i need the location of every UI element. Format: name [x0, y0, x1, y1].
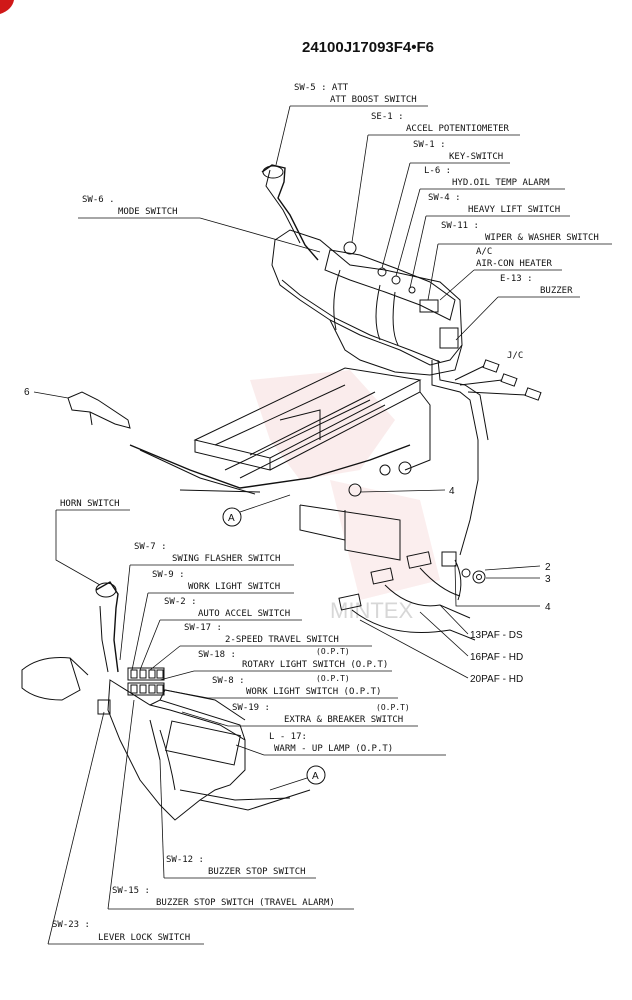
- label-item-6: 6: [24, 387, 30, 398]
- svg-text:A: A: [312, 771, 319, 782]
- label-item-4-mid: 4: [449, 486, 455, 497]
- frame-drawing: [129, 367, 431, 561]
- label-sw11-code: SW-11 :: [441, 221, 479, 231]
- label-sw9-code: SW-9 :: [152, 570, 185, 580]
- label-sw17-code: SW-17 :: [184, 623, 222, 633]
- label-sw18-name: ROTARY LIGHT SWITCH (O.P.T): [242, 660, 388, 670]
- label-sw8-code: SW-8 :: [212, 676, 245, 686]
- label-sw7-code: SW-7 :: [134, 542, 167, 552]
- label-item-4-right: 4: [545, 602, 551, 613]
- label-sw6-name: MODE SWITCH: [118, 207, 178, 217]
- label-l17-code: L - 17:: [269, 732, 307, 742]
- label-ac-name: AIR-CON HEATER: [476, 259, 552, 269]
- corner-mark: [0, 0, 14, 14]
- label-sw1-code: SW-1 :: [413, 140, 446, 150]
- label-sw23-code: SW-23 :: [52, 920, 90, 930]
- label-item-3: 3: [545, 574, 551, 585]
- label-item-2: 2: [545, 562, 551, 573]
- label-l6-code: L-6 :: [424, 166, 451, 176]
- label-connector-16paf: 16PAF - HD: [470, 652, 523, 663]
- label-sw8-name: WORK LIGHT SWITCH (O.P.T): [246, 687, 381, 697]
- label-sw9-name: WORK LIGHT SWITCH: [188, 582, 280, 592]
- label-sw15-name: BUZZER STOP SWITCH (TRAVEL ALARM): [156, 898, 335, 908]
- label-sw4-code: SW-4 :: [428, 193, 461, 203]
- label-connector-13paf: 13PAF - DS: [470, 630, 523, 641]
- part-6-drawing: [67, 391, 131, 429]
- label-sw12-name: BUZZER STOP SWITCH: [208, 867, 306, 877]
- circle-ref-a-top: A: [222, 507, 242, 527]
- label-sw5-name: ATT BOOST SWITCH: [330, 95, 417, 105]
- label-horn-switch: HORN SWITCH: [60, 499, 120, 509]
- label-sw18-code: SW-18 :: [198, 650, 236, 660]
- watermark: MINTEX: [250, 370, 440, 623]
- label-sw19-code: SW-19 :: [232, 703, 270, 713]
- svg-text:A: A: [228, 513, 235, 524]
- label-sw5-code: SW-5 : ATT: [294, 83, 349, 93]
- left-console-drawing: [21, 581, 311, 821]
- label-sw2-code: SW-2 :: [164, 597, 197, 607]
- label-se1-name: ACCEL POTENTIOMETER: [406, 124, 510, 134]
- label-jc: J/C: [507, 351, 523, 361]
- label-connector-20paf: 20PAF - HD: [470, 674, 523, 685]
- label-sw19-opt: (O.P.T): [376, 703, 410, 712]
- label-sw4-name: HEAVY LIFT SWITCH: [468, 205, 560, 215]
- label-se1-code: SE-1 :: [371, 112, 404, 122]
- part-2-3-drawing: [461, 565, 541, 584]
- label-sw17-name: 2-SPEED TRAVEL SWITCH: [225, 635, 339, 645]
- label-sw8-opt: (O.P.T): [316, 674, 350, 683]
- label-sw18-opt: (O.P.T): [316, 647, 350, 656]
- label-sw23-name: LEVER LOCK SWITCH: [98, 933, 190, 943]
- label-l6-name: HYD.OIL TEMP ALARM: [452, 178, 550, 188]
- label-sw6-code: SW-6 .: [82, 195, 115, 205]
- label-sw2-name: AUTO ACCEL SWITCH: [198, 609, 290, 619]
- label-e13-code: E-13 :: [500, 274, 533, 284]
- label-sw12-code: SW-12 :: [166, 855, 204, 865]
- svg-text:MINTEX: MINTEX: [330, 598, 413, 623]
- label-sw11-name: WIPER & WASHER SWITCH: [485, 233, 599, 243]
- circle-ref-a-bottom: A: [306, 765, 326, 785]
- label-sw7-name: SWING FLASHER SWITCH: [172, 554, 280, 564]
- label-sw19-name: EXTRA & BREAKER SWITCH: [284, 715, 403, 725]
- label-l17-name: WARM - UP LAMP (O.P.T): [274, 744, 393, 754]
- connector-drawing: [338, 551, 476, 679]
- label-ac-code: A/C: [476, 247, 492, 257]
- page-title: 24100J17093F4•F6: [302, 39, 434, 56]
- label-e13-name: BUZZER: [540, 286, 573, 296]
- label-sw15-code: SW-15 :: [112, 886, 150, 896]
- label-sw1-name: KEY-SWITCH: [449, 152, 503, 162]
